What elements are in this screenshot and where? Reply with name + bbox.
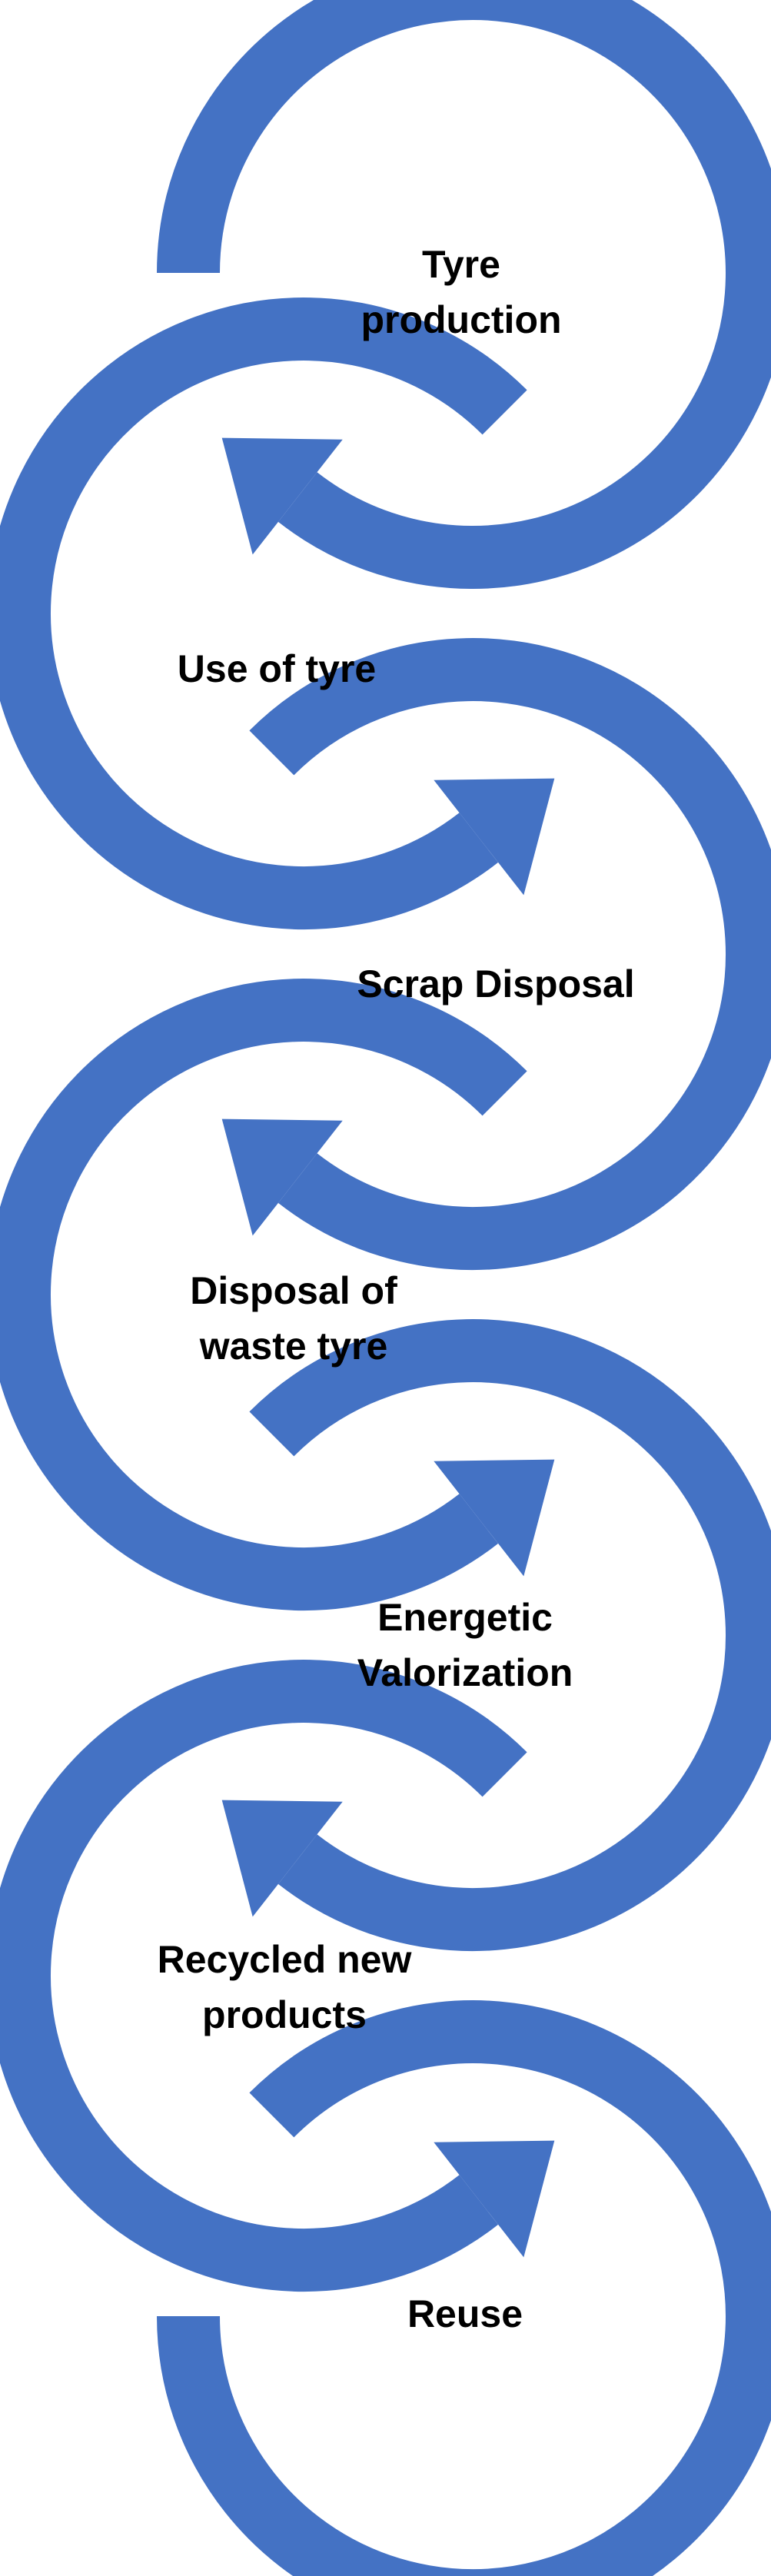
step-label: Reuse <box>407 2292 523 2335</box>
flow-arrowhead <box>434 2140 555 2258</box>
step-label: Energetic <box>377 1596 553 1639</box>
flow-arrow-arc <box>0 297 527 930</box>
step-label: Tyre <box>422 243 500 286</box>
flow-arrow-arc <box>157 2000 771 2576</box>
step-label: Use of tyre <box>178 647 376 690</box>
flow-arrowhead <box>221 1800 343 1917</box>
flow-arrowhead <box>221 1118 343 1236</box>
step-label: products <box>202 1993 367 2036</box>
step-label: Scrap Disposal <box>357 962 634 1005</box>
flow-arrowhead <box>434 1459 555 1577</box>
flow-arrow-arc <box>157 0 771 589</box>
step-label: Recycled new <box>158 1938 412 1981</box>
flow-arrowhead <box>434 778 555 896</box>
flow-arrowhead <box>221 437 343 555</box>
flow-arrow-arc <box>0 1660 527 2292</box>
step-label: waste tyre <box>199 1325 388 1368</box>
step-label: Disposal of <box>190 1269 397 1312</box>
flow-arrow-arc <box>249 638 771 1271</box>
flow-arrow-arc <box>249 1319 771 1952</box>
step-label: Valorization <box>357 1651 573 1694</box>
flow-arrow-arc <box>0 979 527 1611</box>
step-label: production <box>361 298 561 341</box>
